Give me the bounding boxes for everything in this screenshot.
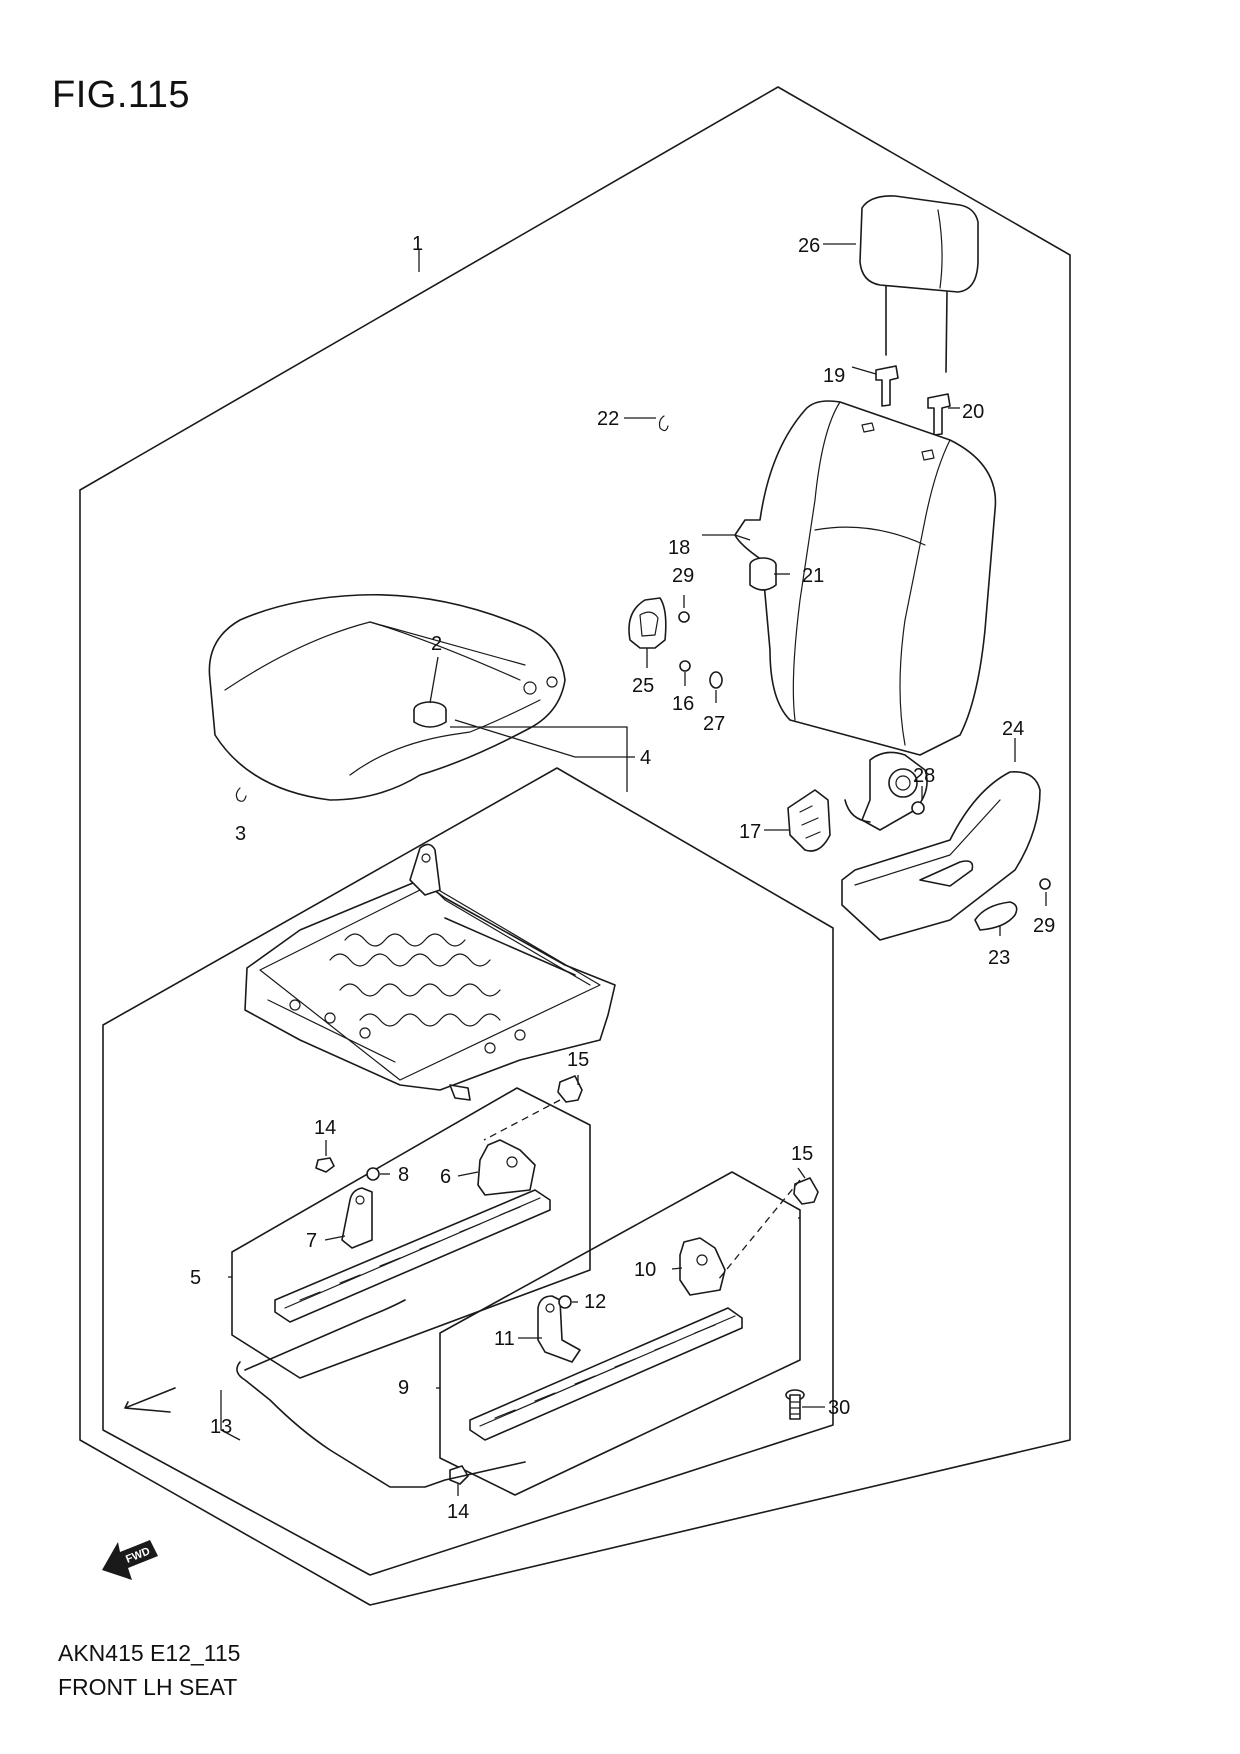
rail-bracket-part-6 [477,1139,536,1196]
bolt-part-14-upper [315,1157,335,1173]
callout-22: 22 [597,408,619,430]
callout-24: 24 [1002,718,1024,740]
callout-14-upper: 14 [314,1117,336,1139]
callout-26: 26 [798,235,820,257]
callout-13: 13 [210,1416,232,1438]
callout-21: 21 [802,565,824,587]
callout-19: 19 [823,365,845,387]
callout-15-lower: 15 [791,1143,813,1165]
screw-part-29-upper [678,611,690,623]
clip-part-22 [658,415,669,432]
side-cover-part-24 [841,771,1041,941]
figure-title: FIG.115 [52,74,190,116]
callout-14-lower: 14 [447,1501,469,1523]
callout-16: 16 [672,693,694,715]
rail-bracket-part-7 [341,1187,373,1249]
seatback-part-18 [734,400,997,831]
callout-12: 12 [584,1291,606,1313]
fwd-arrow-icon: FWD [102,1540,158,1580]
rail-group-outline-9 [439,1171,801,1496]
callout-1: 1 [412,233,423,255]
headrest-guide-part-20 [927,393,951,436]
nut-part-12 [558,1295,572,1309]
clip-part-3 [235,787,247,802]
callout-28: 28 [913,765,935,787]
callout-9: 9 [398,1377,409,1399]
callout-29-upper: 29 [672,565,694,587]
figure-code: AKN415 E12_115 [58,1640,241,1666]
rail-bracket-part-11 [537,1295,581,1363]
bolt-part-28 [911,801,925,815]
callout-15-upper: 15 [567,1049,589,1071]
bolt-part-30 [785,1389,805,1420]
callout-4: 4 [640,747,651,769]
hinge-cover-part-25 [628,597,667,649]
callout-20: 20 [962,401,984,423]
callout-29-lower: 29 [1033,915,1055,937]
callout-10: 10 [634,1259,656,1281]
seat-rail-part-5 [274,1189,551,1323]
callout-2: 2 [431,633,442,655]
callout-30: 30 [828,1397,850,1419]
callout-25: 25 [632,675,654,697]
frame-group-outline-4 [102,767,834,1576]
wire-part-13 [236,1299,526,1488]
callout-7: 7 [306,1230,317,1252]
callout-5: 5 [190,1267,201,1289]
callout-3: 3 [235,823,246,845]
callout-8: 8 [398,1164,409,1186]
callout-23: 23 [988,947,1010,969]
recliner-lever-part-17 [787,789,831,852]
callout-11: 11 [494,1328,515,1350]
headrest-guide-part-19 [875,365,899,407]
callout-numbers: 1 2 3 4 5 6 7 8 9 10 11 12 13 14 14 15 1… [190,233,1055,1523]
rail-bracket-part-10 [679,1237,726,1296]
callout-27: 27 [703,713,725,735]
rail-group-outline-5 [231,1087,591,1379]
assembly-outline-1 [79,86,1071,1606]
headrest-bushing-part-21 [749,557,777,591]
bolt-part-15-lower [793,1177,819,1205]
seat-rail-part-9 [469,1307,743,1441]
callout-17: 17 [739,821,761,843]
nut-part-8 [366,1167,380,1181]
headrest-part-26 [859,195,979,373]
seat-cushion-part-2 [208,593,566,801]
leader-lines [220,243,1047,1496]
wire-part-13-end [124,1387,176,1413]
cover-cap-part-23 [974,901,1018,931]
screw-part-29-lower [1039,878,1051,890]
callout-6: 6 [440,1166,451,1188]
bolt-part-15-upper [557,1075,583,1103]
figure-name: FRONT LH SEAT [58,1674,238,1700]
callout-18: 18 [668,537,690,559]
nut-part-27 [709,671,723,689]
seat-frame-part-4 [244,843,616,1101]
bolt-part-16 [679,660,691,672]
